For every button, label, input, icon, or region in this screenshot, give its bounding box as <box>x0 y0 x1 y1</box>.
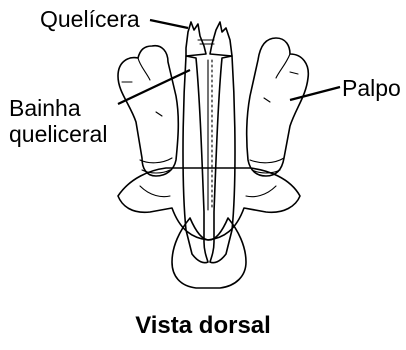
bainha-label-line1: Bainha <box>9 95 107 121</box>
cheliceral-sheath-right <box>210 56 235 263</box>
left-palp <box>118 46 178 176</box>
right-palp <box>247 38 309 176</box>
cheliceral-sheath-left <box>183 56 208 263</box>
leader-quelicera <box>150 20 188 28</box>
palpo-label: Palpo <box>342 77 401 100</box>
bainha-queliceral-label: Bainha queliceral <box>9 95 107 147</box>
leader-bainha <box>118 70 190 104</box>
quelicera-label: Quelícera <box>40 8 140 31</box>
left-chelicera-tip <box>186 22 206 56</box>
right-chelicera-tip <box>210 22 232 56</box>
basis-capituli <box>118 168 300 240</box>
leader-palpo <box>290 87 340 100</box>
view-caption: Vista dorsal <box>0 312 406 340</box>
bainha-label-line2: queliceral <box>9 121 107 147</box>
hypostome <box>172 218 246 288</box>
